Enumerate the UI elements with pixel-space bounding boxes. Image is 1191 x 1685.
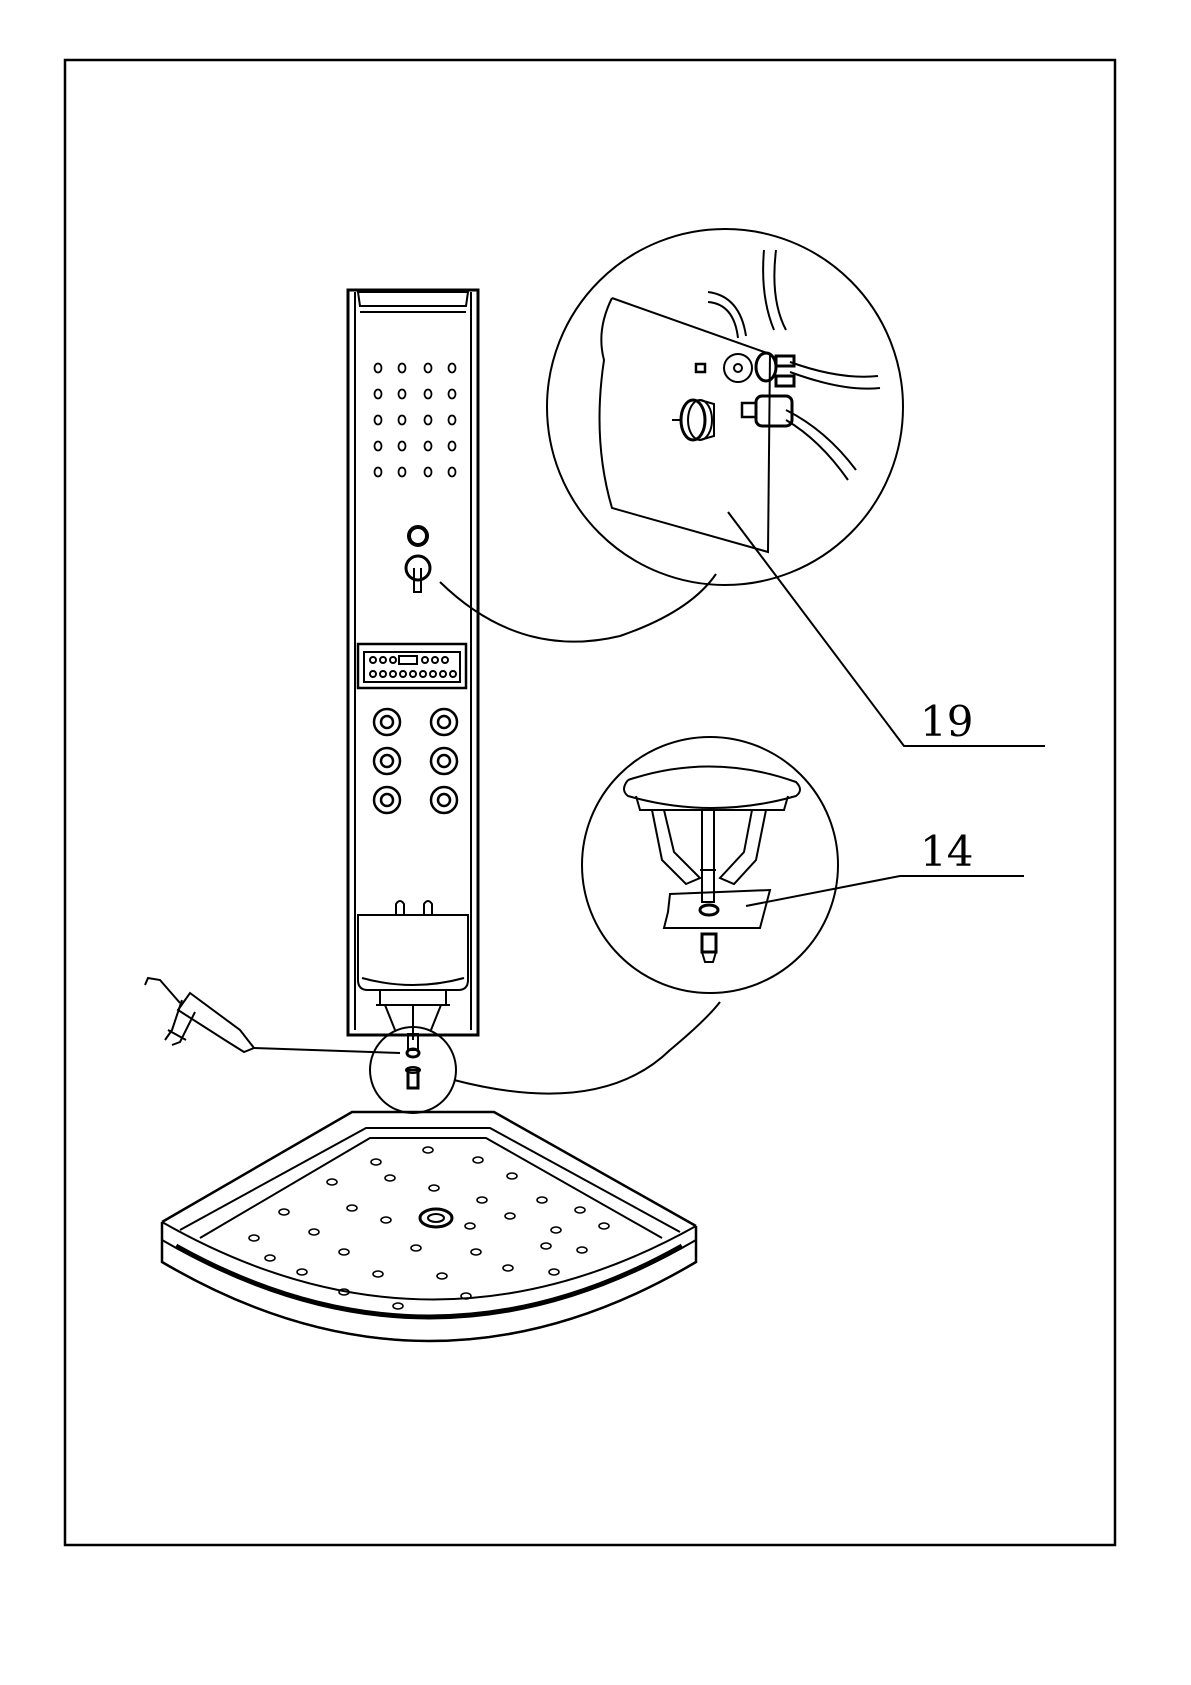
massage-jets	[374, 709, 457, 813]
callout-14-label: 14	[920, 827, 973, 876]
callout-14-leader	[746, 876, 1024, 906]
page-frame	[65, 60, 1115, 1545]
detail-valve-circle	[440, 229, 903, 642]
mixer-valve-knob	[406, 527, 430, 592]
callout-19-leader	[728, 512, 1045, 746]
detail-bracket-circle	[454, 737, 838, 1094]
control-display	[358, 644, 466, 688]
callout-19-label: 19	[920, 697, 973, 746]
shower-panel	[348, 290, 478, 1040]
drain-icon	[420, 1209, 452, 1227]
spray-nozzle-grid	[375, 364, 456, 477]
shower-tray	[162, 1112, 696, 1341]
fold-seat	[358, 901, 468, 1040]
